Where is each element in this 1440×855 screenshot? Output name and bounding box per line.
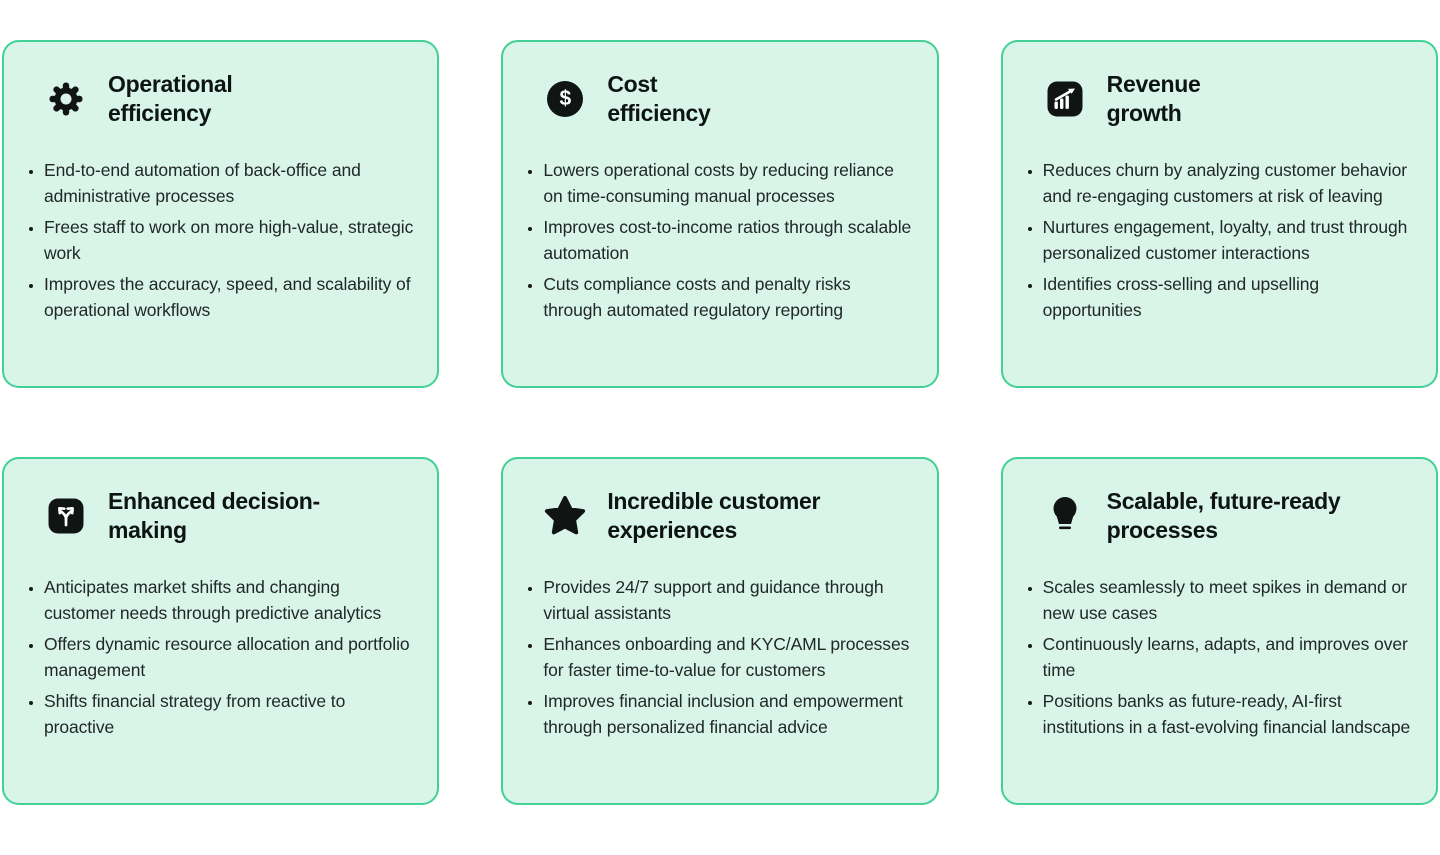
card-cost-efficiency: $ Cost efficiency Lowers operational cos… <box>501 40 939 388</box>
split-arrows-icon <box>44 498 88 534</box>
benefit-item: Positions banks as future-ready, AI-firs… <box>1043 688 1412 740</box>
benefit-item: Scales seamlessly to meet spikes in dema… <box>1043 574 1412 626</box>
card-header: Incredible customer experiences <box>543 485 912 547</box>
card-enhanced-decision-making: Enhanced decision- making Anticipates ma… <box>2 457 440 805</box>
card-title: Cost efficiency <box>607 70 710 128</box>
benefit-item: Frees staff to work on more high-value, … <box>44 214 413 266</box>
growth-chart-icon <box>1043 81 1087 117</box>
benefit-list: Reduces churn by analyzing customer beha… <box>1043 157 1412 323</box>
card-scalable-future-ready-processes: Scalable, future-ready processes Scales … <box>1000 457 1438 805</box>
card-title-line: growth <box>1106 100 1182 126</box>
card-title: Enhanced decision- making <box>108 487 320 545</box>
benefit-list: Lowers operational costs by reducing rel… <box>543 157 912 323</box>
benefit-item: Offers dynamic resource allocation and p… <box>44 631 413 683</box>
dollar-circle-icon: $ <box>543 81 587 117</box>
lightbulb-icon <box>1043 496 1087 536</box>
card-header: Revenue growth <box>1043 68 1412 130</box>
benefit-item: Lowers operational costs by reducing rel… <box>543 157 912 209</box>
benefit-item: Improves financial inclusion and empower… <box>543 688 912 740</box>
benefit-item: End-to-end automation of back-office and… <box>44 157 413 209</box>
benefit-item: Improves cost-to-income ratios through s… <box>543 214 912 266</box>
card-title-line: experiences <box>607 517 738 543</box>
benefit-item: Enhances onboarding and KYC/AML processe… <box>543 631 912 683</box>
star-icon <box>543 495 587 537</box>
gear-icon <box>44 81 88 117</box>
card-title: Operational efficiency <box>108 70 233 128</box>
card-title: Revenue growth <box>1107 70 1201 128</box>
card-title-line: Enhanced decision- <box>108 488 320 514</box>
benefit-item: Anticipates market shifts and changing c… <box>44 574 413 626</box>
card-title-line: Incredible customer <box>607 488 821 514</box>
card-header: Scalable, future-ready processes <box>1043 485 1412 547</box>
benefit-item: Identifies cross-selling and upselling o… <box>1043 271 1412 323</box>
card-header: Operational efficiency <box>44 68 413 130</box>
benefit-item: Cuts compliance costs and penalty risks … <box>543 271 912 323</box>
card-title-line: efficiency <box>108 100 212 126</box>
benefit-list: Scales seamlessly to meet spikes in dema… <box>1043 574 1412 740</box>
benefit-item: Continuously learns, adapts, and improve… <box>1043 631 1412 683</box>
card-title-line: efficiency <box>607 100 711 126</box>
benefit-item: Improves the accuracy, speed, and scalab… <box>44 271 413 323</box>
card-title-line: Revenue <box>1106 71 1201 97</box>
card-title-line: Scalable, future-ready <box>1106 488 1341 514</box>
benefit-item: Reduces churn by analyzing customer beha… <box>1043 157 1412 209</box>
benefit-item: Nurtures engagement, loyalty, and trust … <box>1043 214 1412 266</box>
benefit-item: Shifts financial strategy from reactive … <box>44 688 413 740</box>
card-title-line: making <box>108 517 187 543</box>
card-operational-efficiency: Operational efficiency End-to-end automa… <box>2 40 440 388</box>
card-header: $ Cost efficiency <box>543 68 912 130</box>
benefit-list: Provides 24/7 support and guidance throu… <box>543 574 912 740</box>
card-title-line: processes <box>1106 517 1218 543</box>
card-incredible-customer-experiences: Incredible customer experiences Provides… <box>501 457 939 805</box>
card-title: Scalable, future-ready processes <box>1107 487 1341 545</box>
card-title-line: Cost <box>607 71 658 97</box>
card-revenue-growth: Revenue growth Reduces churn by analyzin… <box>1000 40 1438 388</box>
card-title-line: Operational <box>108 71 233 97</box>
benefit-list: Anticipates market shifts and changing c… <box>44 574 413 740</box>
dollar-glyph: $ <box>547 81 584 117</box>
benefit-item: Provides 24/7 support and guidance throu… <box>543 574 912 626</box>
card-header: Enhanced decision- making <box>44 485 413 547</box>
benefit-list: End-to-end automation of back-office and… <box>44 157 413 323</box>
card-title: Incredible customer experiences <box>607 487 820 545</box>
